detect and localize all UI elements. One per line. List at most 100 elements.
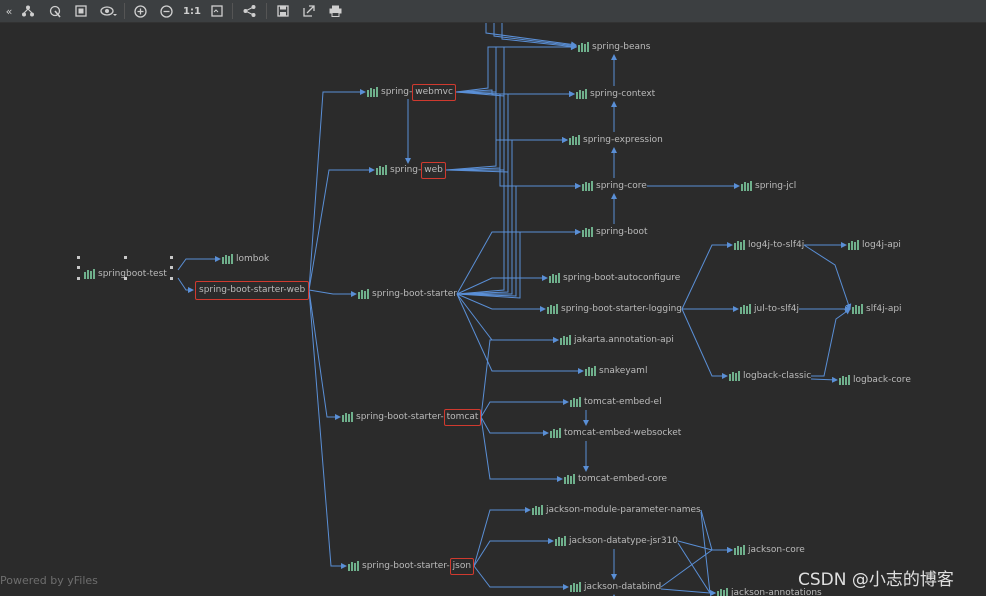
node-websocket[interactable]: tomcat-embed-websocket	[550, 426, 681, 440]
node-label: spring-boot-autoconfigure	[563, 273, 681, 283]
node-jjsr[interactable]: jackson-datatype-jsr310	[555, 534, 678, 548]
library-icon	[569, 135, 580, 145]
selection-handle[interactable]	[170, 277, 173, 280]
edge-web-context	[445, 91, 575, 171]
node-label: tomcat-embed-core	[578, 474, 668, 484]
node-label: spring-boot	[596, 227, 648, 237]
node-web[interactable]: spring-web	[376, 161, 446, 179]
fit-content-icon[interactable]	[72, 2, 90, 20]
node-jcore[interactable]: jackson-core	[734, 543, 805, 557]
node-label: log4j-to-slf4j	[748, 240, 805, 250]
export-icon[interactable]	[300, 2, 318, 20]
print-icon[interactable]	[326, 2, 344, 20]
node-jbind[interactable]: jackson-databind	[570, 580, 661, 594]
edge-tomcat-websocket	[480, 416, 549, 436]
node-lombok[interactable]: lombok	[222, 252, 269, 266]
node-jparam[interactable]: jackson-module-parameter-names	[532, 503, 701, 517]
node-label-prefix: spring-boot-starter-	[356, 412, 444, 422]
library-icon	[582, 227, 593, 237]
selection-handle[interactable]	[170, 266, 173, 269]
node-logback[interactable]: logback-classic	[729, 369, 811, 383]
node-label: jackson-annotations	[731, 588, 822, 596]
library-icon	[564, 474, 575, 484]
node-el[interactable]: tomcat-embed-el	[570, 395, 662, 409]
node-beans[interactable]: spring-beans	[578, 40, 650, 54]
edge-web-beans	[445, 44, 577, 171]
node-snakeyaml[interactable]: snakeyaml	[585, 364, 647, 378]
edge-sbsw-tomcat	[308, 289, 341, 420]
edge-tomcat-tcore	[480, 416, 563, 482]
edge-webmvc-core	[455, 91, 581, 189]
collapse-icon[interactable]: «	[5, 4, 13, 18]
node-label: slf4j-api	[866, 304, 902, 314]
edge-sbsw-web	[308, 167, 375, 291]
node-log4japi[interactable]: log4j-api	[848, 238, 901, 252]
node-tcore[interactable]: tomcat-embed-core	[564, 472, 667, 486]
node-label: logback-core	[853, 375, 911, 385]
edge-sbs-autoconf	[456, 275, 548, 295]
library-icon	[740, 304, 751, 314]
edge-logback-core	[810, 376, 838, 383]
fit-screen-icon[interactable]	[208, 2, 226, 20]
actual-size-button[interactable]: 1:1	[183, 5, 201, 17]
edge-tomcat-el	[480, 399, 569, 418]
library-icon	[852, 304, 863, 314]
edge-sbsw-webmvc	[308, 89, 366, 291]
edge-log4j-slf4j	[803, 244, 852, 310]
node-label: jackson-core	[748, 545, 805, 555]
node-springboot-test[interactable]: springboot-test	[84, 267, 167, 281]
library-icon	[560, 335, 571, 345]
zoom-in-icon[interactable]	[131, 2, 149, 20]
node-label-highlight: json	[449, 557, 475, 575]
selection-handle[interactable]	[77, 266, 80, 269]
zoom-out-icon[interactable]	[157, 2, 175, 20]
node-boot[interactable]: spring-boot	[582, 225, 648, 239]
edge-web-expression	[446, 137, 568, 171]
library-icon	[367, 87, 378, 97]
selection-handle[interactable]	[77, 277, 80, 280]
node-label: spring-boot-starter	[372, 289, 457, 299]
edge-webmvc-boot	[455, 91, 581, 235]
node-log4jslf[interactable]: log4j-to-slf4j	[734, 238, 804, 252]
node-label-highlight: web	[421, 161, 446, 179]
node-json[interactable]: spring-boot-starter-json	[348, 557, 475, 575]
library-icon	[717, 588, 728, 596]
node-jcl[interactable]: spring-jcl	[741, 179, 796, 193]
library-icon	[576, 89, 587, 99]
node-expression[interactable]: spring-expression	[569, 133, 663, 147]
node-logging[interactable]: spring-boot-starter-logging	[547, 302, 682, 316]
selection-handle[interactable]	[124, 256, 127, 259]
edge-webmvc-beans	[455, 44, 577, 93]
edge-offscreen	[501, 23, 577, 50]
edge-sbs-core	[456, 183, 581, 297]
node-autoconf[interactable]: spring-boot-autoconfigure	[549, 271, 680, 285]
edge-json-jbind	[473, 565, 569, 590]
library-icon	[734, 545, 745, 555]
node-slf4j[interactable]: slf4j-api	[852, 302, 902, 316]
node-webmvc[interactable]: spring-webmvc	[367, 83, 456, 101]
share-icon[interactable]	[240, 2, 258, 20]
select-icon[interactable]	[46, 2, 64, 20]
node-label: logback-classic	[743, 371, 812, 381]
node-sbsw[interactable]: spring-boot-starter-web	[195, 280, 310, 300]
node-jul[interactable]: jul-to-slf4j	[740, 302, 799, 316]
node-label-highlight: tomcat	[443, 408, 482, 426]
node-label: spring-boot-starter-logging	[561, 304, 682, 314]
node-jann[interactable]: jackson-annotations	[717, 586, 822, 596]
selection-handle[interactable]	[170, 256, 173, 259]
node-logbackcore[interactable]: logback-core	[839, 373, 911, 387]
node-label: spring-context	[590, 89, 656, 99]
dependency-graph-canvas[interactable]: springboot-test lombok spring-boot-starter…	[0, 23, 986, 596]
node-tomcat[interactable]: spring-boot-starter-tomcat	[342, 408, 482, 426]
selection-handle[interactable]	[124, 277, 127, 280]
layout-icon[interactable]	[19, 2, 37, 20]
node-label: spring-jcl	[755, 181, 797, 191]
node-context[interactable]: spring-context	[576, 87, 655, 101]
node-core[interactable]: spring-core	[582, 179, 647, 193]
node-jakarta[interactable]: jakarta.annotation-api	[560, 333, 674, 347]
node-sbs[interactable]: spring-boot-starter	[358, 287, 457, 301]
toolbar: « 1:1	[0, 0, 986, 23]
show-icon[interactable]	[98, 2, 120, 20]
selection-handle[interactable]	[77, 256, 80, 259]
save-icon[interactable]	[274, 2, 292, 20]
